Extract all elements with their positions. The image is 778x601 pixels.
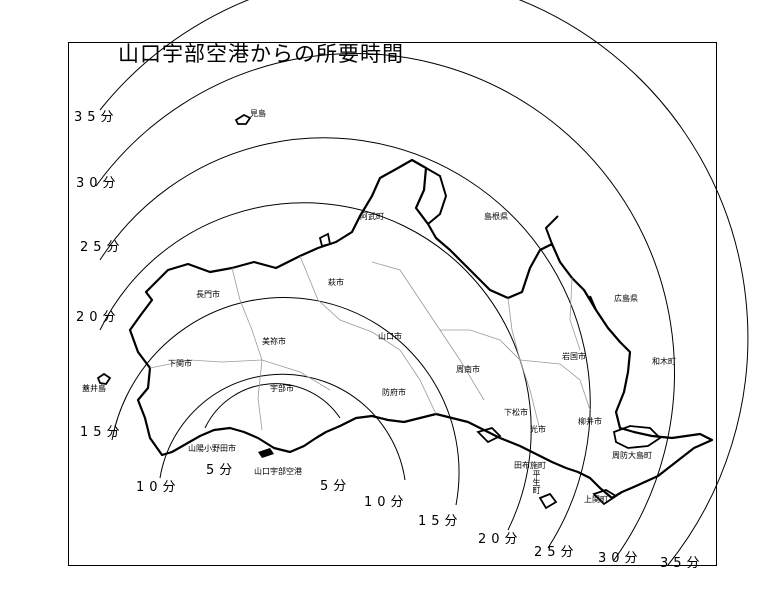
place-kudamatsu: 下松市	[504, 408, 528, 417]
place-iwakuni: 岩国市	[562, 352, 586, 361]
place-suo-oshima: 周防大島町	[612, 451, 652, 460]
place-sanyo-onoda: 山陽小野田市	[188, 444, 236, 453]
ring-35min	[99, 0, 749, 566]
place-waki: 和木町	[652, 357, 676, 366]
place-tabuse: 田布施町	[514, 461, 546, 470]
ring-label-left-25: 25分	[80, 240, 125, 255]
ring-label-left-20: 20分	[76, 310, 121, 325]
ring-label-bottom-15: 15分	[418, 514, 463, 529]
ring-label-bottom-10: 10分	[364, 495, 409, 510]
place-hiroshima: 広島県	[614, 294, 638, 303]
place-mishima: 見島	[250, 109, 266, 118]
place-aishima: 蓋井島	[82, 384, 106, 393]
place-ube: 宇部市	[270, 384, 294, 393]
place-hofu: 防府市	[382, 388, 406, 397]
ring-label-left-10: 10分	[136, 480, 181, 495]
ring-label-left-15: 15分	[80, 425, 125, 440]
place-abu: 阿武町	[360, 212, 384, 221]
place-shunan: 周南市	[456, 365, 480, 374]
prefecture-boundary	[425, 167, 597, 311]
place-airport: 山口宇部空港	[254, 467, 302, 476]
place-hirao: 平生町	[532, 470, 541, 494]
ring-label-bottom-5: 5分	[320, 479, 352, 494]
airport-marker	[258, 448, 274, 458]
place-mine: 美祢市	[262, 337, 286, 346]
ring-label-left-35: 35分	[74, 110, 119, 125]
place-hikari: 光市	[530, 425, 546, 434]
place-shimane: 島根県	[484, 212, 508, 221]
island-suo-oshima	[612, 425, 662, 449]
ring-5min	[204, 383, 341, 429]
ring-10min	[159, 373, 406, 481]
ring-30min	[95, 53, 675, 561]
map-title: 山口宇部空港からの所要時間	[118, 42, 404, 66]
place-yanai: 柳井市	[578, 417, 602, 426]
place-shimonoseki: 下関市	[168, 359, 192, 368]
ring-25min	[99, 137, 591, 549]
ring-label-bottom-35: 35分	[660, 556, 705, 571]
ring-label-bottom-30: 30分	[598, 551, 643, 566]
ring-label-bottom-25: 25分	[534, 545, 579, 560]
ring-20min	[99, 202, 532, 531]
island-aishima	[96, 372, 112, 385]
ring-label-left-30: 30分	[76, 176, 121, 191]
ring-label-bottom-20: 20分	[478, 532, 523, 547]
island-mishima	[234, 113, 252, 125]
place-nagato: 長門市	[196, 290, 220, 299]
prefecture-outline	[128, 158, 714, 500]
map-frame	[68, 42, 717, 566]
ring-label-left-5: 5分	[206, 463, 238, 478]
place-kaminoseki: 上関町	[584, 495, 608, 504]
place-hagi: 萩市	[328, 278, 344, 287]
place-yamaguchi: 山口市	[378, 332, 402, 341]
